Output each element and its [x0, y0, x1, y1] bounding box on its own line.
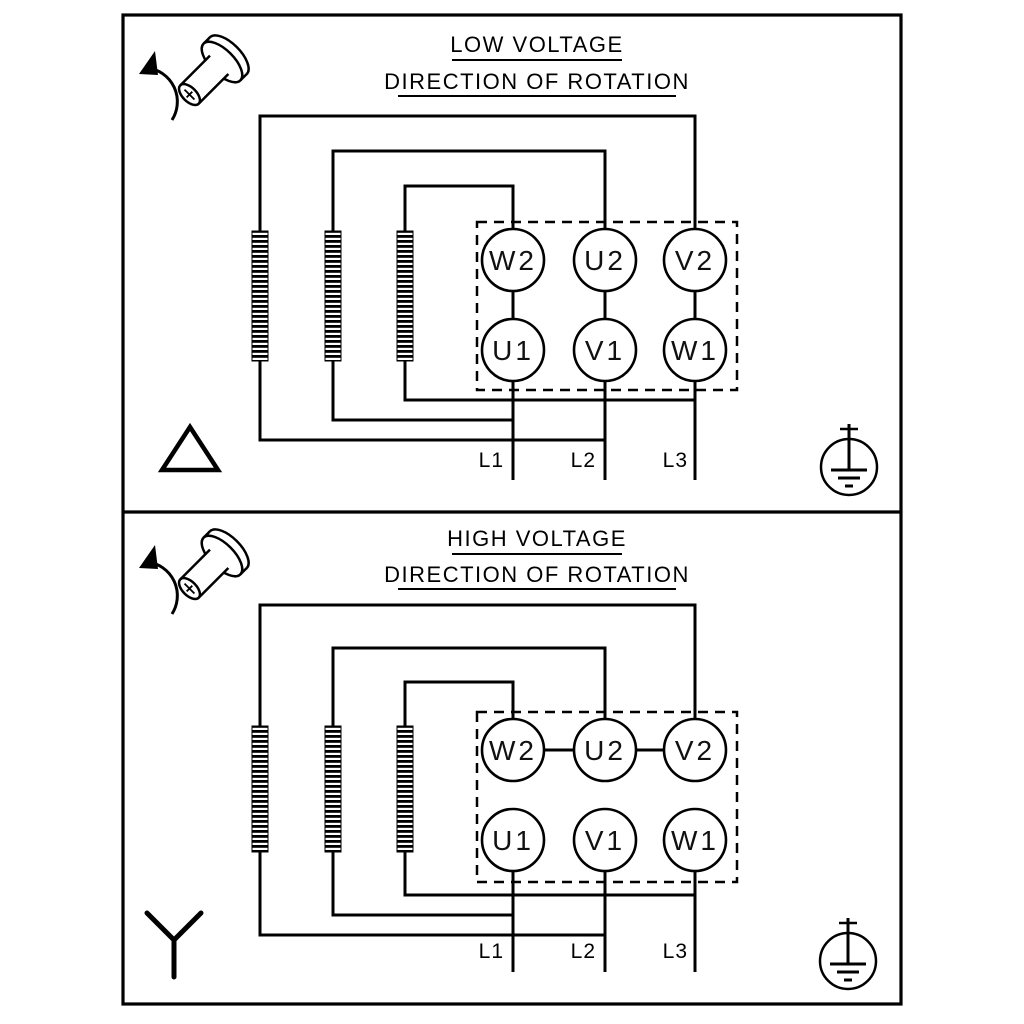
terminal-w2 — [480, 227, 546, 293]
winding-bar — [396, 725, 414, 853]
terminal-u2 — [572, 227, 638, 293]
phase-label-l3: L3 — [663, 449, 688, 472]
winding-wire — [258, 603, 697, 730]
winding-wire — [331, 646, 607, 730]
phase-label-l2: L2 — [571, 940, 596, 963]
winding-wire — [403, 850, 695, 897]
winding-bar — [251, 230, 269, 362]
panel-high-voltage: HIGH VOLTAGE DIRECTION OF ROTATION — [137, 521, 878, 991]
terminal-v1 — [572, 807, 638, 873]
phase-label-l3: L3 — [663, 940, 688, 963]
terminal-label-w1: W1 — [671, 825, 719, 856]
rotation-direction-icon — [137, 27, 257, 122]
winding-wire — [331, 850, 513, 917]
terminal-label-u1: U1 — [492, 335, 534, 366]
terminal-label-u2: U2 — [584, 245, 626, 276]
winding-bar — [324, 725, 342, 853]
winding-bar — [324, 230, 342, 362]
terminal-label-w2: W2 — [489, 245, 537, 276]
terminal-label-u1: U1 — [492, 825, 534, 856]
diagram-border — [121, 13, 903, 1006]
winding-bar — [251, 725, 269, 853]
panel-low-voltage: LOW VOLTAGE DIRECTION OF ROTATION — [137, 27, 879, 497]
terminal-label-v1: V1 — [585, 825, 625, 856]
winding-wire — [403, 360, 695, 402]
winding-wire — [258, 114, 697, 236]
terminal-w1 — [662, 317, 728, 383]
panel-title: HIGH VOLTAGE — [447, 526, 627, 551]
terminal-v1 — [572, 317, 638, 383]
wye-symbol — [144, 910, 204, 980]
terminal-u1 — [480, 317, 546, 383]
terminal-label-v2: V2 — [675, 735, 715, 766]
panel-title: LOW VOLTAGE — [450, 32, 623, 57]
winding-wire — [331, 360, 513, 422]
terminal-v2 — [662, 717, 728, 783]
winding-bar — [396, 230, 414, 362]
winding-wire — [403, 184, 515, 236]
panel-subtitle: DIRECTION OF ROTATION — [384, 562, 690, 587]
terminal-box — [475, 710, 739, 884]
winding-wire — [403, 680, 515, 730]
delta-symbol — [157, 422, 223, 473]
panel-subtitle: DIRECTION OF ROTATION — [384, 69, 690, 94]
terminal-label-v2: V2 — [675, 245, 715, 276]
phase-label-l1: L1 — [479, 940, 504, 963]
earth-ground-icon — [818, 916, 878, 991]
phase-label-l1: L1 — [479, 449, 504, 472]
phase-label-l2: L2 — [571, 449, 596, 472]
terminal-v2 — [662, 227, 728, 293]
rotation-direction-icon — [137, 521, 257, 616]
terminal-u1 — [480, 807, 546, 873]
terminal-box — [475, 220, 739, 392]
winding-wire — [258, 360, 605, 442]
earth-ground-icon — [819, 422, 879, 497]
terminal-label-v1: V1 — [585, 335, 625, 366]
terminal-u2 — [572, 717, 638, 783]
terminal-w2 — [480, 717, 546, 783]
terminal-label-u2: U2 — [584, 735, 626, 766]
winding-wire — [258, 850, 605, 937]
winding-wire — [331, 149, 607, 236]
terminal-w1 — [662, 807, 728, 873]
terminal-label-w2: W2 — [489, 735, 537, 766]
terminal-label-w1: W1 — [671, 335, 719, 366]
